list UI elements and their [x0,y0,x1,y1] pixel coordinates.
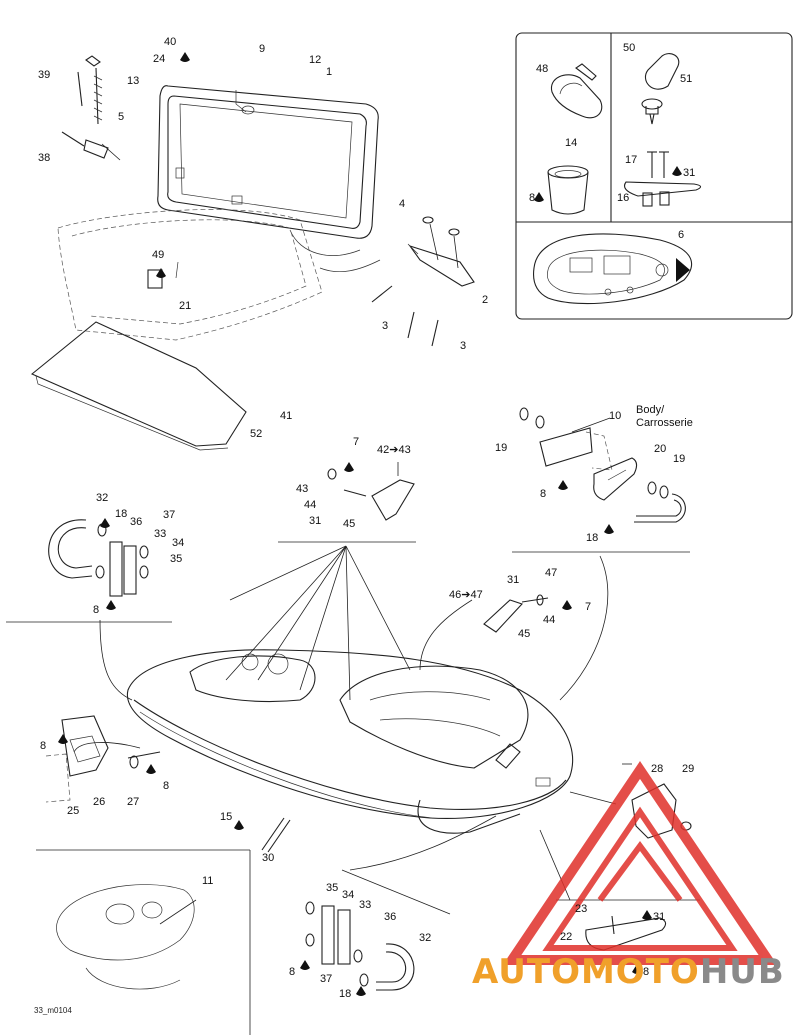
callout-2: 2 [482,294,489,306]
callout-19-b: 19 [673,453,686,465]
boat-hull [126,649,574,834]
hinge-assembly [61,55,121,161]
body-label-line1: Body/ [636,404,665,416]
callout-43: 43 [296,483,309,495]
callout-16: 16 [617,192,630,204]
callout-12: 12 [309,54,322,66]
rear-parts [45,715,291,853]
callout-37: 37 [163,509,176,521]
callout-14: 14 [565,137,578,149]
callout-48: 48 [536,63,549,75]
callout-24: 24 [153,53,166,65]
callout-29: 29 [682,763,695,775]
tow-handle-left [6,519,172,623]
callout-13: 13 [127,75,140,87]
callout-36-b: 36 [384,911,397,923]
callout-5: 5 [118,111,125,123]
callout-3: 3 [382,320,389,332]
body-label: Body/ Carrosserie [636,404,693,430]
callout-31-c: 31 [683,167,696,179]
callout-32: 32 [96,492,109,504]
callout-4: 4 [399,198,406,210]
callout-38: 38 [38,152,51,164]
callout-42-43: 42➔43 [377,444,411,456]
inset-panel [515,32,793,320]
callout-8-e: 8 [163,780,170,792]
callout-15: 15 [220,811,233,823]
callout-18-c: 18 [339,988,352,1000]
leader-lines [73,545,617,901]
callout-52: 52 [250,428,263,440]
callout-34-b: 34 [342,889,355,901]
callout-10: 10 [609,410,622,422]
callout-32-b: 32 [419,932,432,944]
callout-33: 33 [154,528,167,540]
callout-8-c: 8 [93,604,100,616]
callout-8-d: 8 [40,740,47,752]
callout-19: 19 [495,442,508,454]
storage-bin [57,209,323,341]
callout-45: 45 [343,518,356,530]
callout-35-b: 35 [326,882,339,894]
callout-31-b: 31 [507,574,520,586]
callout-31: 31 [309,515,322,527]
callout-21: 21 [179,300,192,312]
callout-26: 26 [93,796,106,808]
callout-27: 27 [127,796,140,808]
callout-39: 39 [38,69,51,81]
callout-47: 47 [545,567,558,579]
drawing-code: 33_m0104 [34,1006,72,1015]
callout-41: 41 [280,410,293,422]
callout-3-b: 3 [460,340,467,352]
console-detail [36,849,251,1035]
callout-31-d: 31 [653,911,666,923]
callout-36: 36 [130,516,143,528]
callout-9: 9 [259,43,266,55]
lid-bracket [371,216,475,347]
callout-30: 30 [262,852,275,864]
callout-40: 40 [164,36,177,48]
callout-22: 22 [560,931,573,943]
callout-25: 25 [67,805,80,817]
callout-7-b: 7 [585,601,592,613]
callout-28: 28 [651,763,664,775]
callout-34: 34 [172,537,185,549]
callout-44-b: 44 [543,614,556,626]
callout-8-g: 8 [643,966,650,978]
body-plate [512,407,690,553]
callout-11: 11 [202,875,214,887]
hardware-nuts [58,52,682,996]
tow-handle-bottom [305,869,451,991]
callout-35: 35 [170,553,183,565]
body-label-line2: Carrosserie [636,417,693,429]
callout-18: 18 [115,508,128,520]
callout-6: 6 [678,229,685,241]
watermark-part2: HUB [699,952,785,992]
callout-7: 7 [353,436,360,448]
callout-8: 8 [529,192,536,204]
storage-lid [157,85,381,273]
mat [30,321,247,447]
callout-1: 1 [326,66,333,78]
watermark-part1: AUTOMOTO [472,952,700,992]
callout-17: 17 [625,154,638,166]
callout-8-b: 8 [540,488,547,500]
callout-20: 20 [654,443,667,455]
callout-8-f: 8 [289,966,296,978]
callout-50: 50 [623,42,636,54]
callout-51: 51 [680,73,693,85]
callout-46-47: 46➔47 [449,589,483,601]
callout-23: 23 [575,903,588,915]
callout-18-b: 18 [586,532,599,544]
callout-44: 44 [304,499,317,511]
watermark-logo [502,761,778,965]
callout-33-b: 33 [359,899,372,911]
callout-45-b: 45 [518,628,531,640]
watermark-text: AUTOMOTOHUB [472,952,785,992]
side-handles [278,462,549,633]
callout-49: 49 [152,249,165,261]
callout-37-b: 37 [320,973,333,985]
